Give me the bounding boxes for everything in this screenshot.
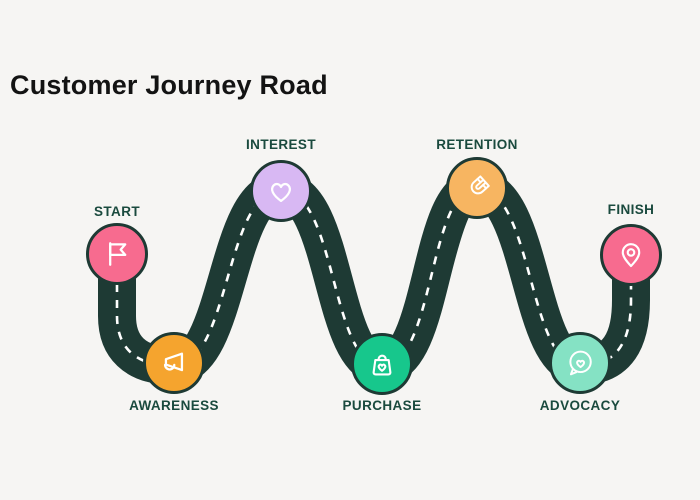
milestone-finish-label: FINISH: [607, 202, 655, 217]
milestone-advocacy-label: ADVOCACY: [539, 398, 621, 413]
milestone-purchase-circle: [351, 333, 413, 395]
milestone-interest-label: INTEREST: [246, 137, 316, 152]
milestone-start: [86, 223, 148, 285]
milestone-retention: [446, 157, 508, 219]
milestone-finish-circle: [600, 224, 662, 286]
milestone-awareness: [143, 332, 205, 394]
heart-icon: [270, 182, 292, 203]
milestone-start-label: START: [94, 204, 140, 219]
milestone-finish: [600, 224, 662, 286]
diagram-title: Customer Journey Road: [10, 70, 328, 100]
milestone-retention-circle: [446, 157, 508, 219]
milestone-start-circle: [86, 223, 148, 285]
milestone-purchase-label: PURCHASE: [342, 398, 422, 413]
milestone-advocacy: [549, 332, 611, 394]
flag-icon: [109, 242, 127, 266]
milestone-advocacy-circle: [549, 332, 611, 394]
milestone-awareness-label: AWARENESS: [129, 398, 219, 413]
milestone-retention-label: RETENTION: [436, 137, 518, 152]
speech-bubble-heart-icon: [569, 350, 592, 376]
milestone-interest: [250, 160, 312, 222]
magnet-icon: [470, 175, 490, 195]
milestone-awareness-circle: [143, 332, 205, 394]
shopping-bag-heart-icon: [372, 354, 392, 376]
milestone-purchase: [351, 333, 413, 395]
location-pin-icon: [621, 243, 641, 268]
megaphone-icon: [163, 352, 184, 372]
milestone-interest-circle: [250, 160, 312, 222]
